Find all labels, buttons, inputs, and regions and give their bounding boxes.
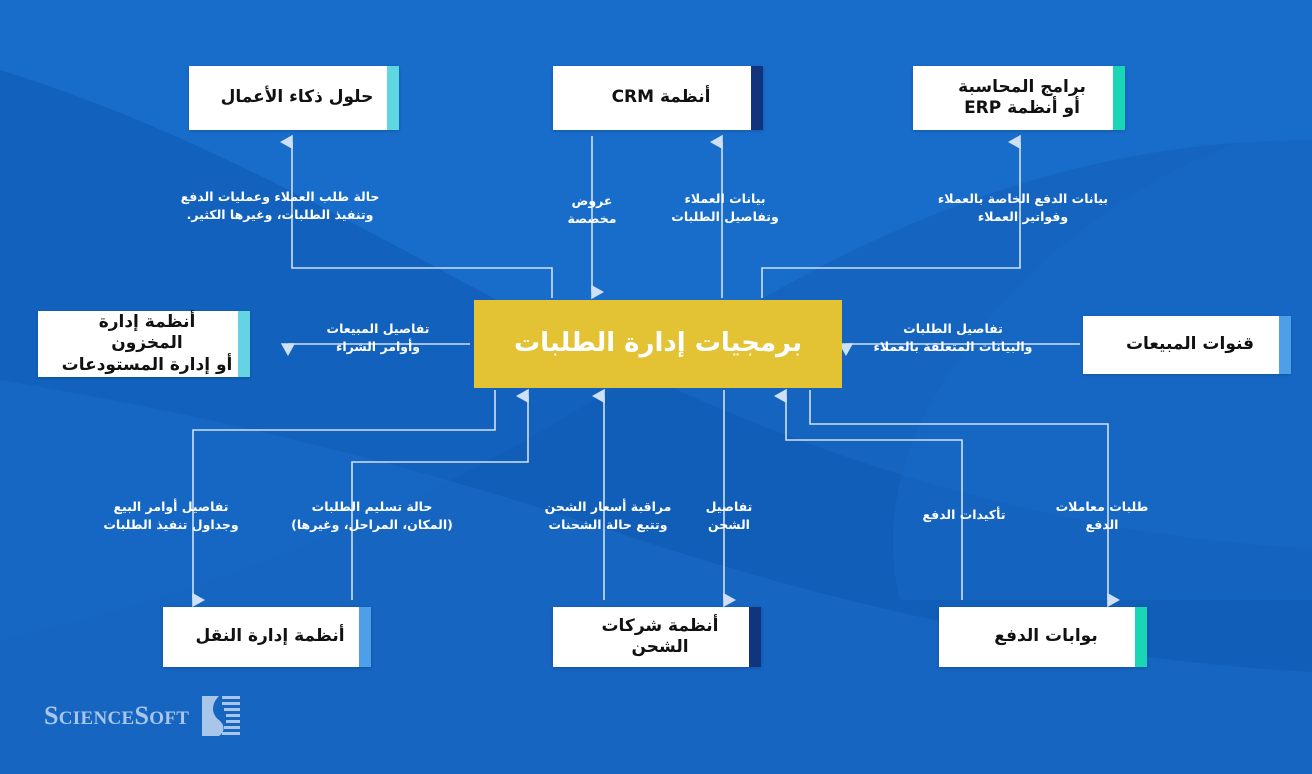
edge-label-crm-offers: عروض مخصصة [567,193,617,227]
center-node-label: برمجيات إدارة الطلبات [514,328,802,359]
node-accounting-erp[interactable]: برامج المحاسبة أو أنظمة ERP [913,66,1125,130]
node-accent-bar [749,607,761,667]
center-node-order-management-software[interactable]: برمجيات إدارة الطلبات [474,300,842,388]
edge-label-carriers-rates: مراقبة أسعار الشحن وتتبع حالة الشحنات [544,499,672,533]
edge-label-inventory: تفاصيل المبيعات وأوامر الشراء [326,321,430,355]
logo-oft: OFT [149,708,190,729]
node-label: أنظمة CRM [611,87,711,108]
node-label: أنظمة إدارة المخزون أو إدارة المستودعات [61,312,233,375]
edge-label-payment-confirmations: تأكيدات الدفع [922,507,1006,522]
node-inventory-warehouse[interactable]: أنظمة إدارة المخزون أو إدارة المستودعات [38,311,250,377]
edge-label-crm-customer-data: بيانات العملاء وتفاصيل الطلبات [671,191,779,225]
node-label: قنوات المبيعات [1125,334,1255,355]
node-business-intelligence[interactable]: حلول ذكاء الأعمال [189,66,399,130]
edge-label-bi: حالة طلب العملاء وعمليات الدفع وتنفيذ ال… [180,189,380,223]
sciencesoft-wordmark: SCIENCESOFT [44,701,189,731]
sciencesoft-mark-icon [202,696,241,736]
node-crm-systems[interactable]: أنظمة CRM [553,66,763,130]
edge-label-sales-channels: تفاصيل الطلبات والبيانات المتعلقة بالعمل… [873,321,1033,355]
edge-label-tms-delivery-status: حالة تسليم الطلبات (المكان، المراحل، وغي… [291,499,453,533]
node-label: برامج المحاسبة أو أنظمة ERP [958,76,1086,118]
edge-label-carriers-shipping-details: تفاصيل الشحن [705,499,753,533]
node-accent-bar [387,66,399,130]
node-label: حلول ذكاء الأعمال [220,87,374,108]
edge-label-tms-orders: تفاصيل أوامر البيع وجداول تنفيذ الطلبات [103,499,239,533]
node-transportation-management[interactable]: أنظمة إدارة النقل [163,607,371,667]
node-shipping-carriers[interactable]: أنظمة شركات الشحن [553,607,761,667]
node-label: أنظمة شركات الشحن [601,615,719,657]
node-label: أنظمة إدارة النقل [195,626,345,647]
node-accent-bar [751,66,763,130]
sciencesoft-logo: SCIENCESOFT [44,694,243,738]
node-accent-bar [1113,66,1125,130]
node-accent-bar [359,607,371,667]
logo-cience: CIENCE [58,708,135,729]
node-accent-bar [1279,316,1291,374]
node-label: بوابات الدفع [994,626,1098,647]
node-payment-gateways[interactable]: بوابات الدفع [939,607,1147,667]
node-accent-bar [238,311,250,377]
edge-label-erp: بيانات الدفع الخاصة بالعملاء وفواتير الع… [937,191,1109,225]
node-accent-bar [1135,607,1147,667]
logo-s2: S [134,701,150,730]
edge-label-payment-requests: طلبات معاملات الدفع [1055,499,1149,533]
node-sales-channels[interactable]: قنوات المبيعات [1083,316,1291,374]
logo-s1: S [44,701,59,730]
